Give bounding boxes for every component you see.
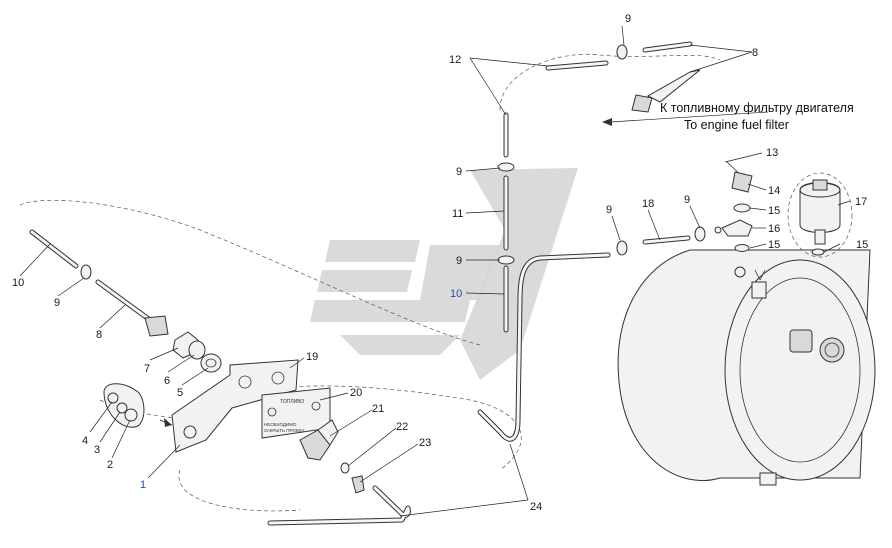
label-13: 13 <box>766 147 778 159</box>
label-9-low: 9 <box>456 255 462 267</box>
label-14: 14 <box>768 185 780 197</box>
label-5: 5 <box>177 387 183 399</box>
leader-lines <box>19 25 851 517</box>
return-pipe <box>267 226 706 526</box>
left-fittings <box>29 229 222 428</box>
label-1: 1 <box>140 479 146 491</box>
label-21: 21 <box>372 403 384 415</box>
label-24: 24 <box>530 501 542 513</box>
label-10-center: 10 <box>450 288 462 300</box>
destination-caption: К топливному фильтру двигателя To engine… <box>660 101 854 132</box>
label-19: 19 <box>306 351 318 363</box>
label-15-a: 15 <box>768 205 780 217</box>
label-15-c: 15 <box>856 239 868 251</box>
label-4: 4 <box>82 435 88 447</box>
label-9-right: 9 <box>684 194 690 206</box>
caption-ru: К топливному фильтру двигателя <box>660 101 854 115</box>
label-8-left: 8 <box>96 329 102 341</box>
label-20: 20 <box>350 387 362 399</box>
plate-title: ТОПЛИВО <box>280 399 304 405</box>
label-2: 2 <box>107 459 113 471</box>
label-9-mid: 9 <box>456 166 462 178</box>
label-9-pipe: 9 <box>606 204 612 216</box>
label-18: 18 <box>642 198 654 210</box>
filter-components <box>714 161 853 258</box>
caption-en: To engine fuel filter <box>684 118 789 132</box>
label-9-top: 9 <box>625 13 631 25</box>
plate-line1: НЕОБХОДИМО <box>264 422 297 427</box>
label-23: 23 <box>419 437 431 449</box>
label-10-left: 10 <box>12 277 24 289</box>
label-9-left: 9 <box>54 297 60 309</box>
label-11: 11 <box>452 208 463 220</box>
label-16: 16 <box>768 223 780 235</box>
label-8-top: 8 <box>752 47 758 59</box>
label-17: 17 <box>855 196 867 208</box>
fuel-tank <box>617 249 876 486</box>
part-labels: 9 8 12 9 11 9 10 13 14 15 16 15 17 15 18… <box>12 13 868 513</box>
label-15-b: 15 <box>768 239 780 251</box>
plate-line2: ЗАКРЫТЬ ПРОБКУ <box>264 428 305 433</box>
watermark-logo <box>310 168 578 380</box>
top-fittings <box>497 41 701 333</box>
label-12: 12 <box>449 54 461 66</box>
bracket-assembly: ТОПЛИВО НЕОБХОДИМО ЗАКРЫТЬ ПРОБКУ <box>171 359 365 494</box>
label-7: 7 <box>144 363 150 375</box>
label-22: 22 <box>396 421 408 433</box>
label-3: 3 <box>94 444 100 456</box>
label-6: 6 <box>164 375 170 387</box>
